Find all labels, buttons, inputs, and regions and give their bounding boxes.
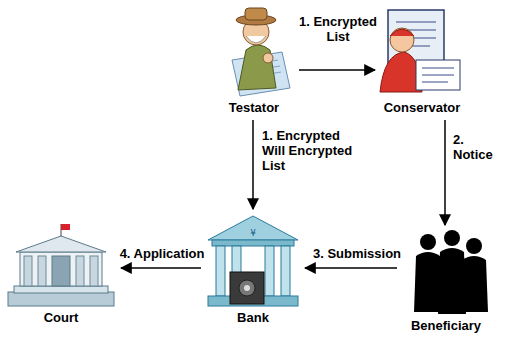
step-label: 1. Encrypted Will Encrypted List [262,128,366,173]
actor-label: Beneficiary [400,318,492,333]
testator-figure [232,8,290,96]
step-label: 2. Notice [453,132,505,162]
flow-arrow [121,267,201,269]
actor-label: Bank [204,310,302,325]
flow-arrow [252,120,254,209]
actor-node: Bank [204,212,302,327]
step-label: 4. Application [117,246,207,261]
actor-label: Conservator [378,100,466,115]
actor-node: Beneficiary [400,228,492,335]
actor-label: Testator [212,100,296,115]
actor-node: Conservator [378,4,466,117]
actor-node: Court [4,220,118,327]
bank-building: ¥ [208,216,298,306]
step-label: 3. Submission [310,246,404,261]
court-building [8,224,114,306]
svg-text:¥: ¥ [250,228,256,238]
step-label: 1. Encrypted List [296,14,380,44]
conservator-figure [380,10,460,92]
flow-arrow [305,267,397,269]
beneficiary-figures [414,230,488,314]
actor-label: Court [4,310,118,325]
flow-arrow [444,120,446,225]
flow-arrow [299,69,375,71]
actor-node: Testator [212,4,296,117]
